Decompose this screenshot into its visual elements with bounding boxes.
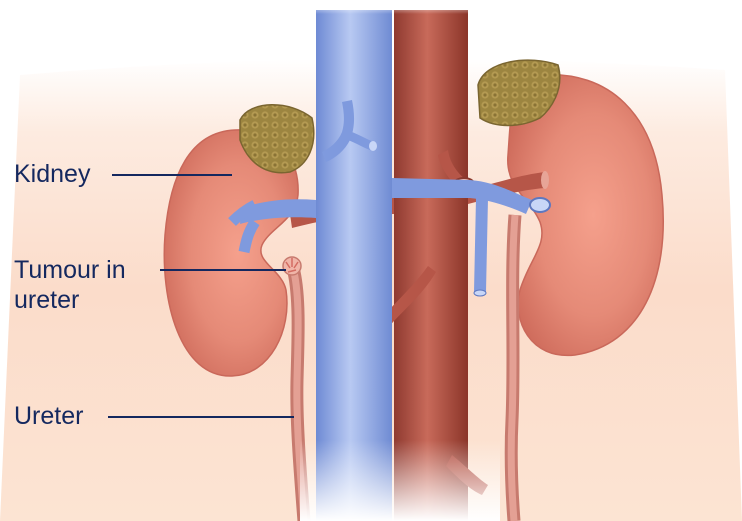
ureter-tumour (283, 257, 301, 275)
kidney-label: Kidney (14, 160, 90, 189)
ureter-label: Ureter (14, 402, 83, 431)
tumour-label-line-1: Tumour in (14, 256, 126, 285)
tumour-label-line-2: ureter (14, 286, 79, 315)
